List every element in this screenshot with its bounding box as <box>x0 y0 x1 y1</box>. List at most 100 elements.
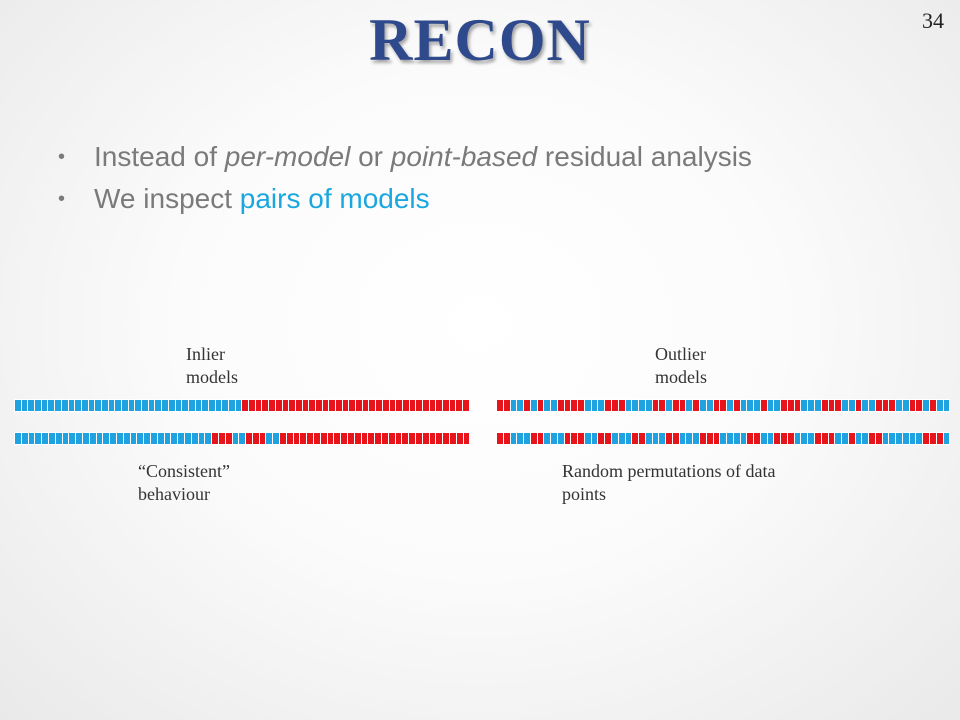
blue-data-point <box>686 400 693 411</box>
red-data-point <box>557 400 564 411</box>
red-data-point <box>389 400 396 411</box>
blue-data-point <box>35 400 41 411</box>
red-data-point <box>524 400 530 411</box>
blue-data-point <box>182 400 188 411</box>
red-data-point <box>362 400 369 411</box>
red-data-point <box>571 433 578 444</box>
red-data-point <box>787 433 794 444</box>
red-data-point <box>382 433 388 444</box>
red-data-point <box>336 400 342 411</box>
red-data-point <box>530 433 537 444</box>
red-data-point <box>443 433 449 444</box>
red-data-point <box>605 433 612 444</box>
red-data-point <box>855 400 862 411</box>
red-data-point <box>564 400 571 411</box>
red-data-point <box>889 400 896 411</box>
blue-data-point <box>517 400 524 411</box>
red-data-point <box>242 400 249 411</box>
blue-data-point <box>235 400 242 411</box>
bullet-text: We inspect <box>94 183 240 214</box>
red-data-point <box>422 433 429 444</box>
blue-data-point <box>896 400 902 411</box>
blue-data-point <box>869 400 875 411</box>
blue-data-point <box>168 400 175 411</box>
red-data-point <box>293 433 300 444</box>
red-data-point <box>307 433 314 444</box>
red-data-point <box>416 400 422 411</box>
blue-data-point <box>266 433 273 444</box>
red-data-point <box>605 400 612 411</box>
red-data-point <box>309 400 315 411</box>
blue-data-point <box>747 400 754 411</box>
blue-data-point <box>754 400 760 411</box>
blue-data-point <box>679 433 686 444</box>
blue-data-point <box>198 433 205 444</box>
red-data-point <box>282 400 289 411</box>
red-data-point <box>578 400 584 411</box>
blue-data-point <box>666 400 672 411</box>
red-data-point <box>632 433 639 444</box>
red-data-point <box>679 400 686 411</box>
red-data-point <box>598 433 605 444</box>
red-data-point <box>456 400 463 411</box>
bullet-text: or <box>350 141 391 172</box>
blue-data-point <box>101 400 108 411</box>
blue-data-point <box>699 400 706 411</box>
red-data-point <box>497 433 503 444</box>
red-data-point <box>349 400 356 411</box>
blue-data-point <box>591 433 598 444</box>
blue-data-point <box>157 433 164 444</box>
blue-data-point <box>48 400 55 411</box>
blue-data-point <box>150 433 157 444</box>
red-data-point <box>334 433 341 444</box>
blue-data-point <box>215 400 222 411</box>
red-data-point <box>936 433 943 444</box>
red-data-point <box>497 400 503 411</box>
blue-data-point <box>202 400 208 411</box>
red-data-point <box>781 433 787 444</box>
inlier-model-strip-top <box>14 399 470 412</box>
blue-data-point <box>557 433 564 444</box>
blue-data-point <box>115 400 121 411</box>
blue-data-point <box>639 400 645 411</box>
red-data-point <box>456 433 463 444</box>
blue-data-point <box>103 433 110 444</box>
blue-data-point <box>943 433 950 444</box>
red-data-point <box>356 400 362 411</box>
blue-data-point <box>28 400 35 411</box>
red-data-point <box>706 433 713 444</box>
blue-data-point <box>222 400 228 411</box>
red-data-point <box>659 400 666 411</box>
outlier-model-strip-bottom <box>496 432 950 445</box>
blue-data-point <box>130 433 137 444</box>
blue-data-point <box>814 400 821 411</box>
red-data-point <box>402 400 409 411</box>
blue-data-point <box>89 433 96 444</box>
red-data-point <box>450 433 456 444</box>
red-data-point <box>781 400 787 411</box>
blue-data-point <box>801 400 808 411</box>
blue-data-point <box>943 400 950 411</box>
blue-data-point <box>584 433 591 444</box>
red-data-point <box>787 400 794 411</box>
blue-data-point <box>232 433 239 444</box>
red-data-point <box>503 433 510 444</box>
slide-title: RECON <box>369 7 591 73</box>
blue-data-point <box>551 400 557 411</box>
blue-data-point <box>517 433 524 444</box>
blue-data-point <box>902 433 909 444</box>
red-data-point <box>275 400 282 411</box>
blue-data-point <box>205 433 212 444</box>
blue-data-point <box>889 433 896 444</box>
red-data-point <box>463 433 470 444</box>
blue-data-point <box>835 433 842 444</box>
blue-data-point <box>116 433 123 444</box>
red-data-point <box>409 400 416 411</box>
red-data-point <box>252 433 259 444</box>
blue-data-point <box>733 433 740 444</box>
blue-data-point <box>164 433 171 444</box>
bullet-text: Instead of <box>94 141 225 172</box>
blue-data-point <box>855 433 862 444</box>
red-data-point <box>369 400 376 411</box>
blue-data-point <box>598 400 605 411</box>
